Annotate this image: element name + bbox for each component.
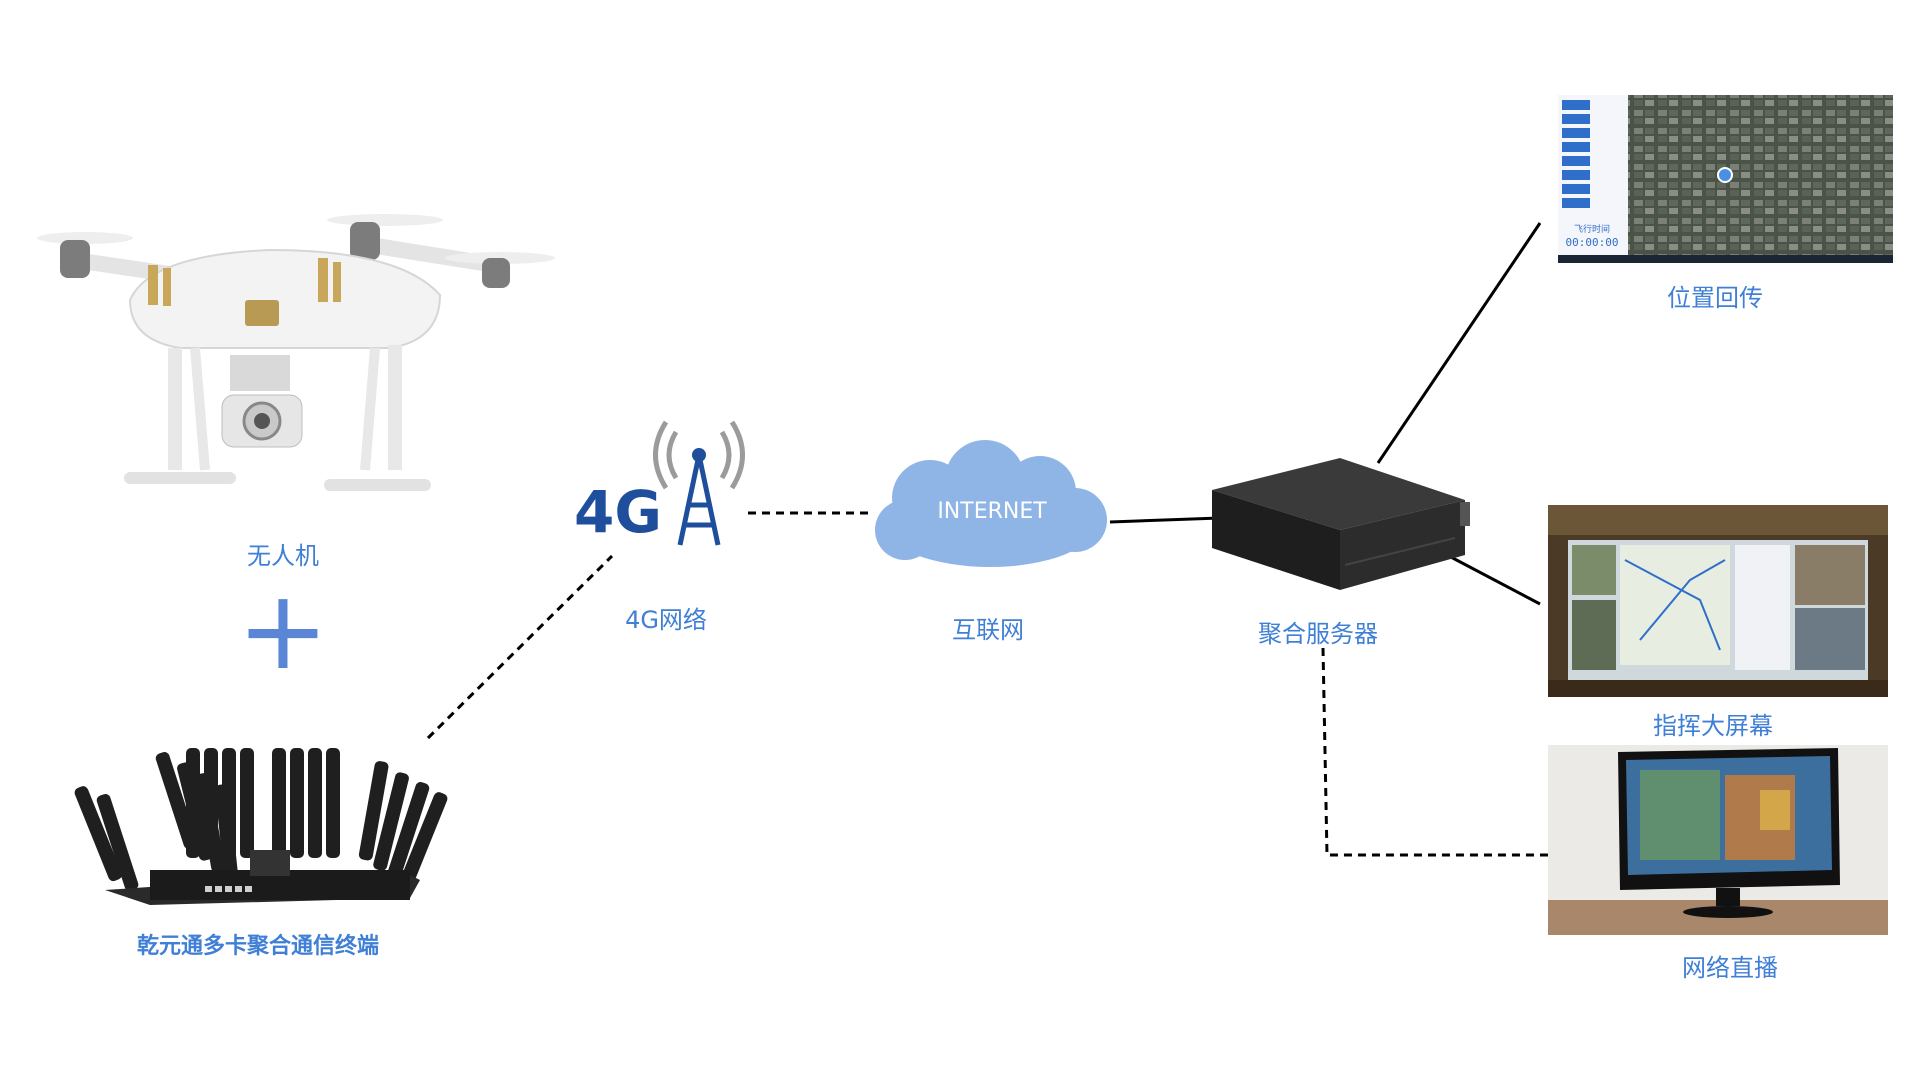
svg-text:INTERNET: INTERNET — [937, 499, 1047, 524]
terminal-label: 乾元通多卡聚合通信终端 — [137, 928, 379, 960]
command-screen-image — [1548, 505, 1888, 697]
command-screen-label: 指挥大屏幕 — [1653, 706, 1773, 741]
tower-4g-icon: 4G — [574, 422, 742, 546]
live-label: 网络直播 — [1682, 948, 1778, 983]
network-4g-label: 4G网络 — [625, 600, 707, 635]
internet-cloud-icon: INTERNET — [875, 440, 1107, 567]
server-label: 聚合服务器 — [1258, 614, 1378, 649]
position-label: 位置回传 — [1667, 278, 1763, 313]
plus-icon: + — [237, 566, 329, 694]
live-monitor-image — [1548, 745, 1888, 935]
internet-label: 互联网 — [952, 610, 1024, 645]
link-server-live — [1323, 648, 1548, 855]
terminal-image — [73, 748, 449, 905]
map-timer-label: 飞行时间 — [1574, 223, 1610, 235]
map-timer-value: 00:00:00 — [1566, 236, 1619, 249]
link-server-screen — [1447, 555, 1540, 604]
link-terminal-4g — [428, 556, 612, 738]
drone-label: 无人机 — [247, 536, 319, 571]
svg-text:4G: 4G — [574, 478, 662, 546]
link-internet-server — [1110, 518, 1220, 522]
server-image — [1212, 458, 1470, 590]
link-server-position — [1378, 223, 1540, 463]
drone-image — [37, 214, 555, 485]
map-panel-image: 飞行时间 00:00:00 — [1558, 95, 1893, 263]
